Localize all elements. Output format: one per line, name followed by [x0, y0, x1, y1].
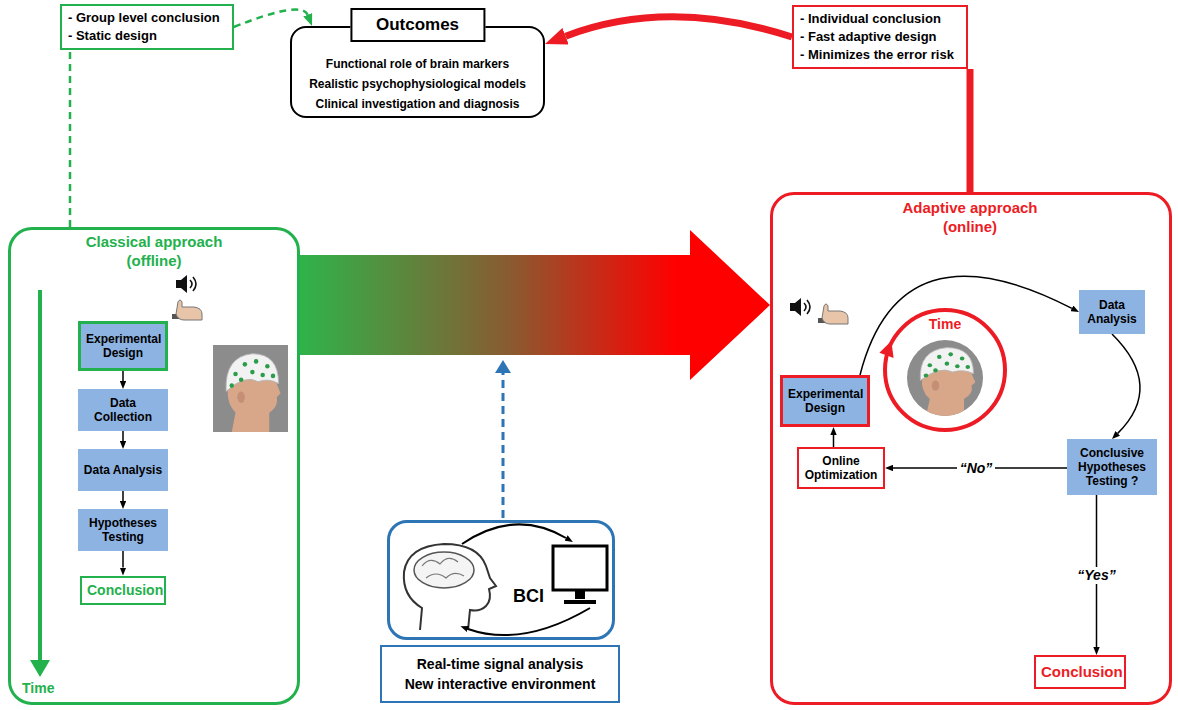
connector-arrow: [1112, 334, 1140, 433]
connector-arrow: [122, 551, 124, 568]
box-label: Experimental Design: [788, 387, 862, 415]
process-box: Data Analysis: [1079, 290, 1145, 334]
outcome-item: Clinical investigation and diagnosis: [292, 94, 543, 114]
monitor: [553, 546, 607, 602]
note-line: - Group level conclusion: [68, 9, 220, 27]
conclusion-box: Conclusion: [1034, 655, 1126, 689]
box-label: Experimental Design: [86, 332, 160, 360]
connector-arrow: [967, 69, 974, 192]
brain-head: [404, 544, 496, 630]
transition-arrow: [300, 230, 770, 380]
time-label: Time: [22, 680, 54, 696]
connector-arrow: [69, 50, 72, 227]
feature-line: New interactive environment: [382, 674, 618, 694]
box-label: Data Analysis: [1084, 298, 1140, 326]
conclusion-note: - Group level conclusion- Static design: [60, 4, 234, 50]
box-label: Conclusion: [87, 582, 159, 599]
connector-arrow: [122, 371, 124, 381]
loop-arrow: [468, 608, 590, 635]
speaker-icon: [790, 298, 810, 316]
eeg-photo: [213, 345, 288, 432]
hand-icon: [172, 300, 202, 320]
outcome-item: Functional role of brain markers: [292, 54, 543, 74]
connector-arrow: [234, 10, 308, 27]
connector-arrow: [122, 491, 124, 501]
connector-arrow: [122, 431, 124, 441]
panel-title: Classical approach (offline): [79, 232, 229, 270]
feature-line: Real-time signal analysis: [382, 654, 618, 674]
edge-label: “No”: [957, 460, 996, 477]
outcome-item: Realistic psychophysiological models: [292, 74, 543, 94]
process-box: Data Analysis: [78, 449, 168, 491]
approach-panel: Adaptive approach (online) Experimental D…: [770, 192, 1172, 705]
process-box: Experimental Design: [78, 321, 168, 371]
time-cycle: [879, 310, 1005, 430]
bci-label: BCI: [513, 586, 544, 606]
outcomes-box: OutcomesFunctional role of brain markers…: [290, 26, 545, 118]
speaker-icon: [176, 275, 196, 293]
connector-arrow: [860, 276, 1072, 375]
box-label: Conclusive Hypotheses Testing ?: [1072, 446, 1152, 488]
box-label: Data Analysis: [83, 463, 163, 477]
eeg-photo: [907, 340, 983, 416]
box-label: Hypotheses Testing: [83, 516, 163, 544]
note-line: - Fast adaptive design: [800, 28, 954, 46]
optimization-box: Online Optimization: [797, 447, 885, 489]
outcomes-heading: Outcomes: [350, 8, 485, 42]
decision-box: Conclusive Hypotheses Testing ?: [1067, 439, 1157, 495]
bci-arrow: [495, 360, 511, 518]
note-line: - Static design: [68, 27, 220, 45]
hand-icon: [818, 304, 848, 324]
connector-arrow: [566, 17, 792, 37]
note-line: - Minimizes the error risk: [800, 46, 954, 64]
feature-box: Real-time signal analysisNew interactive…: [380, 645, 620, 703]
approach-panel: Classical approach (offline) Experimental…: [8, 227, 300, 705]
conclusion-note: - Individual conclusion- Fast adaptive d…: [792, 5, 968, 69]
box-label: Data Collection: [83, 396, 163, 424]
process-box: Data Collection: [78, 389, 168, 431]
connector-arrow: [833, 435, 835, 447]
time-arrow: [30, 290, 50, 677]
conclusion-box: Conclusion: [80, 576, 166, 605]
process-box: Hypotheses Testing: [78, 509, 168, 551]
process-box: Experimental Design: [780, 375, 870, 427]
note-line: - Individual conclusion: [800, 10, 954, 28]
box-label: Online Optimization: [804, 454, 878, 482]
edge-label: “Yes”: [1074, 567, 1118, 584]
time-label: Time: [929, 316, 961, 332]
bci-panel: BCI: [387, 520, 615, 640]
panel-title: Adaptive approach (online): [895, 198, 1045, 236]
loop-arrow: [462, 524, 566, 544]
box-label: Conclusion: [1041, 663, 1119, 681]
